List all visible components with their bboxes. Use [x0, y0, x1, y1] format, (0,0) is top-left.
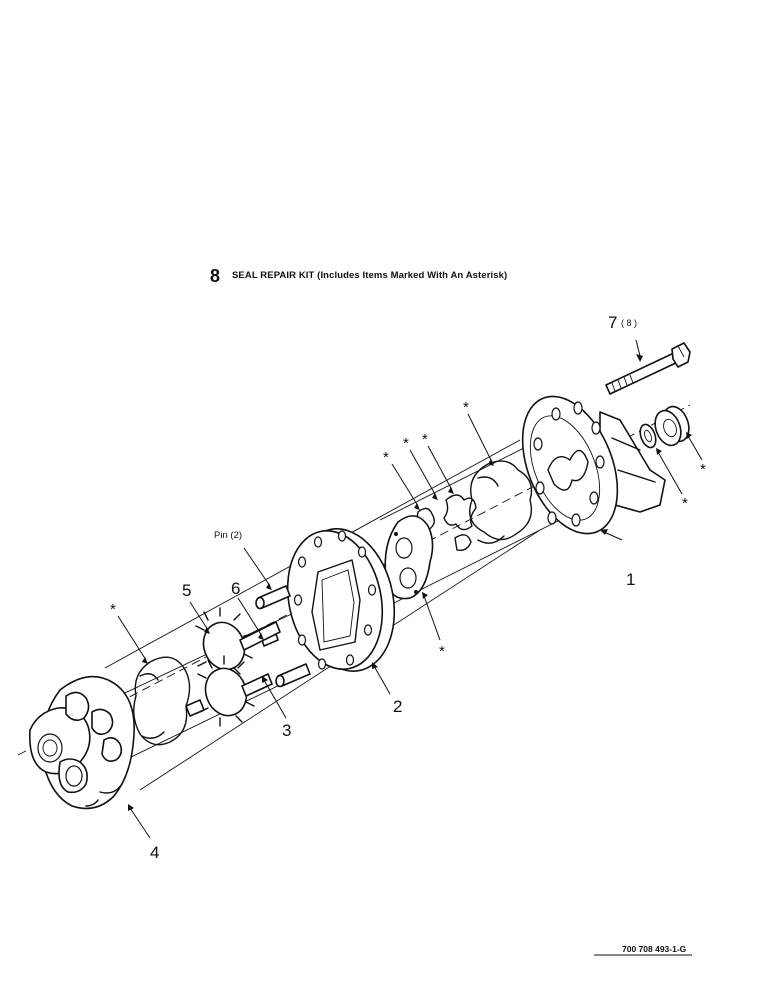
asterisk-washer: * [682, 495, 688, 512]
asterisk-shaft-seal: * [700, 461, 706, 478]
seal-rings [469, 460, 533, 544]
left-seal-ring [133, 656, 191, 746]
asterisk-markers: * * * * * * * * [110, 399, 706, 660]
callout-7-quantity: ( 8 ) [621, 318, 637, 328]
callout-3: 3 [282, 721, 291, 740]
leader-arrowheads [128, 354, 692, 811]
asterisk-seal-ring: * [463, 399, 469, 416]
flange-bolt-holes [533, 401, 605, 527]
gear-body-part-2 [286, 528, 396, 672]
driven-gear-part-3 [185, 655, 273, 727]
port-cover-part-4 [29, 675, 135, 810]
kit-item-number: 8 [210, 266, 220, 286]
flange-housing-part-1 [521, 395, 666, 535]
callout-6: 6 [231, 579, 240, 598]
callout-2: 2 [393, 697, 402, 716]
kit-description: SEAL REPAIR KIT (Includes Items Marked W… [232, 270, 507, 281]
dowel-pins [255, 585, 311, 688]
callout-5: 5 [182, 581, 191, 600]
asterisk-seal-c: * [383, 449, 389, 466]
asterisk-wear-plate: * [439, 643, 445, 660]
wear-plate [384, 515, 434, 600]
asterisk-seal-b: * [422, 431, 428, 448]
document-id: 700 708 493-1-G [622, 944, 687, 954]
callout-1: 1 [626, 570, 635, 589]
pin-label: Pin (2) [214, 530, 242, 541]
callout-4: 4 [150, 843, 159, 862]
shaft-seal-and-washer [639, 405, 690, 449]
leader-lines [117, 339, 703, 839]
callout-7: 7 [608, 313, 617, 332]
body-bolt-holes [293, 530, 377, 670]
asterisk-seal-a: * [403, 435, 409, 452]
asterisk-left-seal: * [110, 601, 116, 618]
callout-numbers: 7 ( 8 ) 1 2 3 4 5 6 Pin (2) [150, 313, 637, 862]
bolt-part-7 [605, 342, 691, 395]
